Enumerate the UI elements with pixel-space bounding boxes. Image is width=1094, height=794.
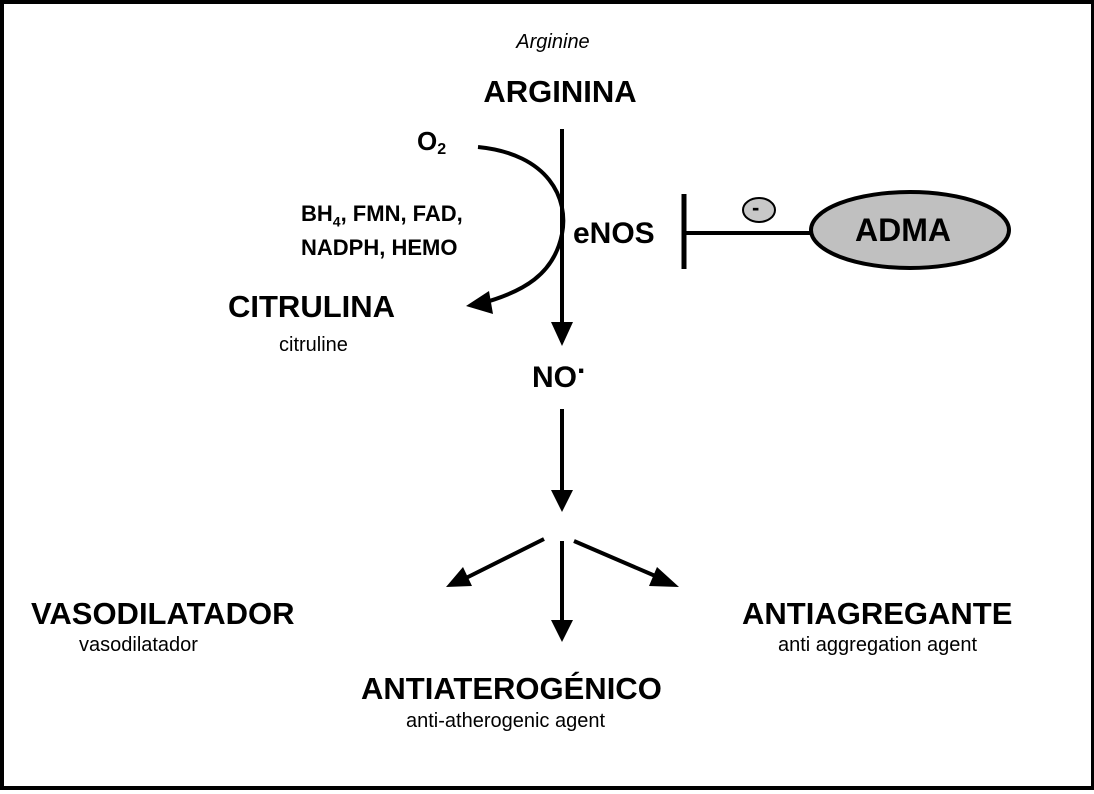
arginine-label: ARGININA — [483, 74, 637, 109]
branch-right-arrowhead — [649, 567, 679, 587]
o2-to-citrulline-curve — [477, 145, 566, 306]
adma-ellipse — [809, 190, 1011, 270]
cofactors-line-2: NADPH, HEMO — [301, 235, 458, 260]
minus-sign: - — [752, 195, 760, 220]
pathway-arrows — [446, 129, 1011, 642]
cofactor-rest: , FMN, FAD, — [340, 201, 463, 226]
enzyme-label: eNOS — [573, 217, 655, 250]
vasodilator-translation: vasodilatador — [79, 634, 198, 656]
citrulline-label: CITRULINA — [228, 289, 396, 324]
citrulline-arrowhead — [466, 291, 493, 314]
branch-left-arrow — [465, 537, 545, 580]
antiatherogenic-translation: anti-atherogenic agent — [406, 710, 606, 732]
cofactor-bh-subscript: 4 — [332, 213, 341, 230]
citrulline-translation: citruline — [279, 334, 348, 356]
nitric-oxide-name: NO — [532, 361, 577, 394]
branch-right-arrow — [573, 539, 661, 580]
cofactor-bh: BH — [301, 201, 333, 226]
oxygen-symbol: O — [417, 126, 438, 156]
nitric-oxide-radical: . — [577, 347, 586, 380]
cofactors-line-1: BH4, FMN, FAD, — [301, 201, 463, 229]
minus-sign-circle — [742, 197, 776, 223]
oxygen-label: O2 — [417, 126, 446, 159]
branch-center-arrowhead — [551, 620, 573, 642]
vasodilator-label: VASODILATADOR — [31, 596, 295, 631]
arginine-to-no-arrowhead — [551, 322, 573, 346]
oxygen-subscript: 2 — [437, 141, 447, 158]
antiaggregant-label: ANTIAGREGANTE — [742, 596, 1013, 631]
branch-left-arrowhead — [446, 567, 472, 587]
no-down-arrowhead — [551, 490, 573, 512]
adma-label: ADMA — [855, 212, 951, 248]
antiaggregant-translation: anti aggregation agent — [778, 634, 978, 656]
antiatherogenic-label: ANTIATEROGÉNICO — [361, 671, 662, 706]
arginine-translation: Arginine — [516, 31, 590, 53]
nitric-oxide-label: NO. — [532, 347, 585, 395]
